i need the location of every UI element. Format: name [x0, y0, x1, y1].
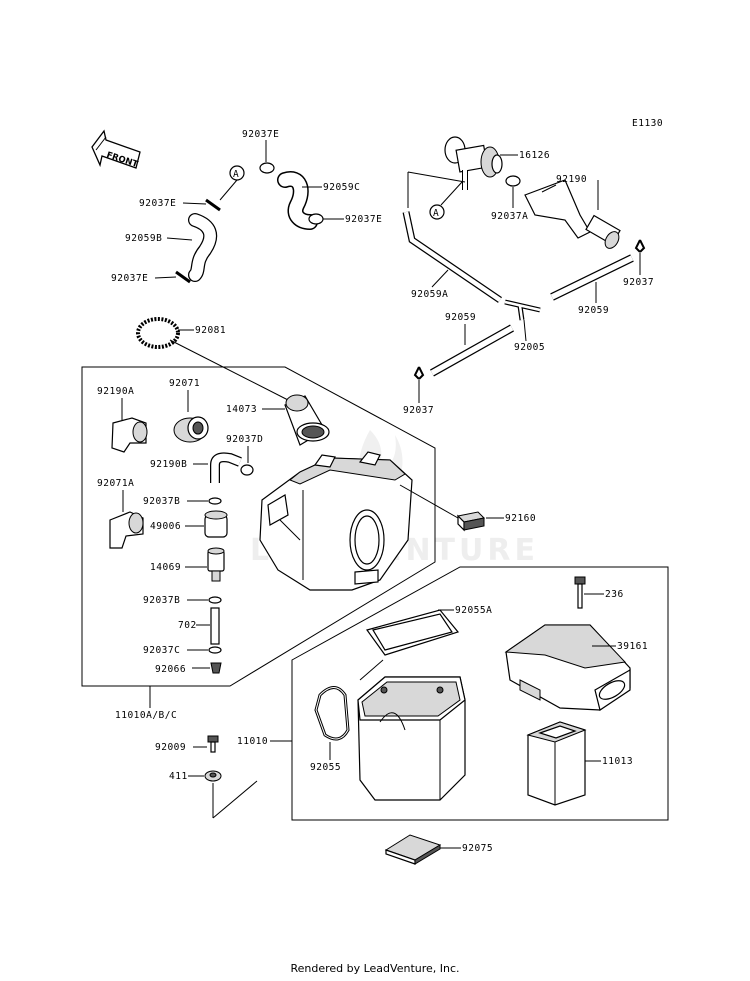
label-16126: 16126	[519, 150, 550, 161]
clip-92037-mid	[413, 366, 425, 380]
filter-14069	[207, 547, 225, 582]
duct-14073	[284, 394, 330, 446]
label-11013: 11013	[602, 756, 633, 767]
label-92066: 92066	[155, 664, 186, 675]
clamp-92037c	[208, 646, 222, 654]
air-box-housing	[259, 451, 413, 591]
label-92037d: 92037D	[226, 434, 263, 445]
label-92005: 92005	[514, 342, 545, 353]
marker-a-left-text: A	[233, 169, 239, 180]
label-92037b-2: 92037B	[143, 595, 180, 606]
label-92055a: 92055A	[455, 605, 492, 616]
label-92059a: 92059A	[411, 289, 448, 300]
label-92059b: 92059B	[125, 233, 162, 244]
tube-702	[210, 607, 220, 645]
label-92037b-1: 92037B	[143, 496, 180, 507]
elbow-92190	[524, 179, 621, 249]
clamp-92037a	[505, 175, 521, 187]
bolt-236	[574, 576, 586, 609]
clamp-92037e-top	[259, 162, 275, 174]
label-92009: 92009	[155, 742, 186, 753]
clamp-92037b-1	[208, 497, 222, 505]
diagram-code: E1130	[632, 118, 663, 129]
clip-92037-right	[634, 239, 646, 253]
label-411: 411	[169, 771, 188, 782]
label-92055: 92055	[310, 762, 341, 773]
group-box-11010abc	[81, 366, 436, 687]
plug-92066	[210, 662, 222, 674]
hose-92059a	[402, 211, 502, 303]
marker-a-right	[429, 204, 445, 220]
label-92059-mid: 92059	[445, 312, 476, 323]
clamp-92037e-right	[308, 213, 324, 225]
label-92059-right: 92059	[578, 305, 609, 316]
front-arrow-icon: FRONT	[91, 129, 141, 170]
label-92037c: 92037C	[143, 645, 180, 656]
clamp-92037d	[240, 464, 254, 476]
pad-92075	[384, 834, 442, 865]
group-box-11010	[291, 566, 669, 821]
block-92160	[456, 511, 486, 532]
footer-credit: Rendered by LeadVenture, Inc.	[290, 962, 460, 975]
clamp-92037e-left2	[175, 270, 191, 284]
label-14069: 14069	[150, 562, 181, 573]
label-92059c: 92059C	[323, 182, 360, 193]
gasket-92055a	[366, 609, 460, 656]
tee-fitting-92005	[504, 299, 541, 321]
cover-39161	[504, 624, 631, 711]
label-49006: 49006	[150, 521, 181, 532]
label-39161: 39161	[617, 641, 648, 652]
label-92190a: 92190A	[97, 386, 134, 397]
washer-411	[204, 770, 222, 782]
label-92071a: 92071A	[97, 478, 134, 489]
label-92037-right: 92037	[623, 277, 654, 288]
clamp-92037b-2	[208, 596, 222, 604]
label-14073: 14073	[226, 404, 257, 415]
valve-16126	[444, 136, 503, 190]
label-236: 236	[605, 589, 624, 600]
label-92037-mid: 92037	[403, 405, 434, 416]
screw-92009	[207, 735, 219, 753]
label-92190b: 92190B	[150, 459, 187, 470]
cap-49006	[204, 510, 228, 538]
label-92037a: 92037A	[491, 211, 528, 222]
air-box-case-11010	[357, 676, 466, 801]
label-11010abc: 11010A/B/C	[115, 710, 177, 721]
label-92037e-top: 92037E	[242, 129, 279, 140]
filter-element-11013	[526, 721, 587, 806]
gasket-92055	[314, 686, 350, 741]
label-92037e-right: 92037E	[345, 214, 382, 225]
elbow-92190a	[111, 417, 148, 453]
grommet-92071	[173, 416, 209, 443]
label-92071: 92071	[169, 378, 200, 389]
clamp-92037e-left1	[205, 198, 221, 212]
label-92075: 92075	[462, 843, 493, 854]
label-92037e-left2: 92037E	[111, 273, 148, 284]
label-92190: 92190	[556, 174, 587, 185]
label-92037e-left1: 92037E	[139, 198, 176, 209]
spring-clamp-92081	[136, 317, 180, 349]
label-11010: 11010	[237, 736, 268, 747]
label-702: 702	[178, 620, 197, 631]
label-92160: 92160	[505, 513, 536, 524]
grommet-92071a	[109, 511, 144, 549]
marker-a-right-text: A	[433, 208, 439, 219]
label-92081: 92081	[195, 325, 226, 336]
